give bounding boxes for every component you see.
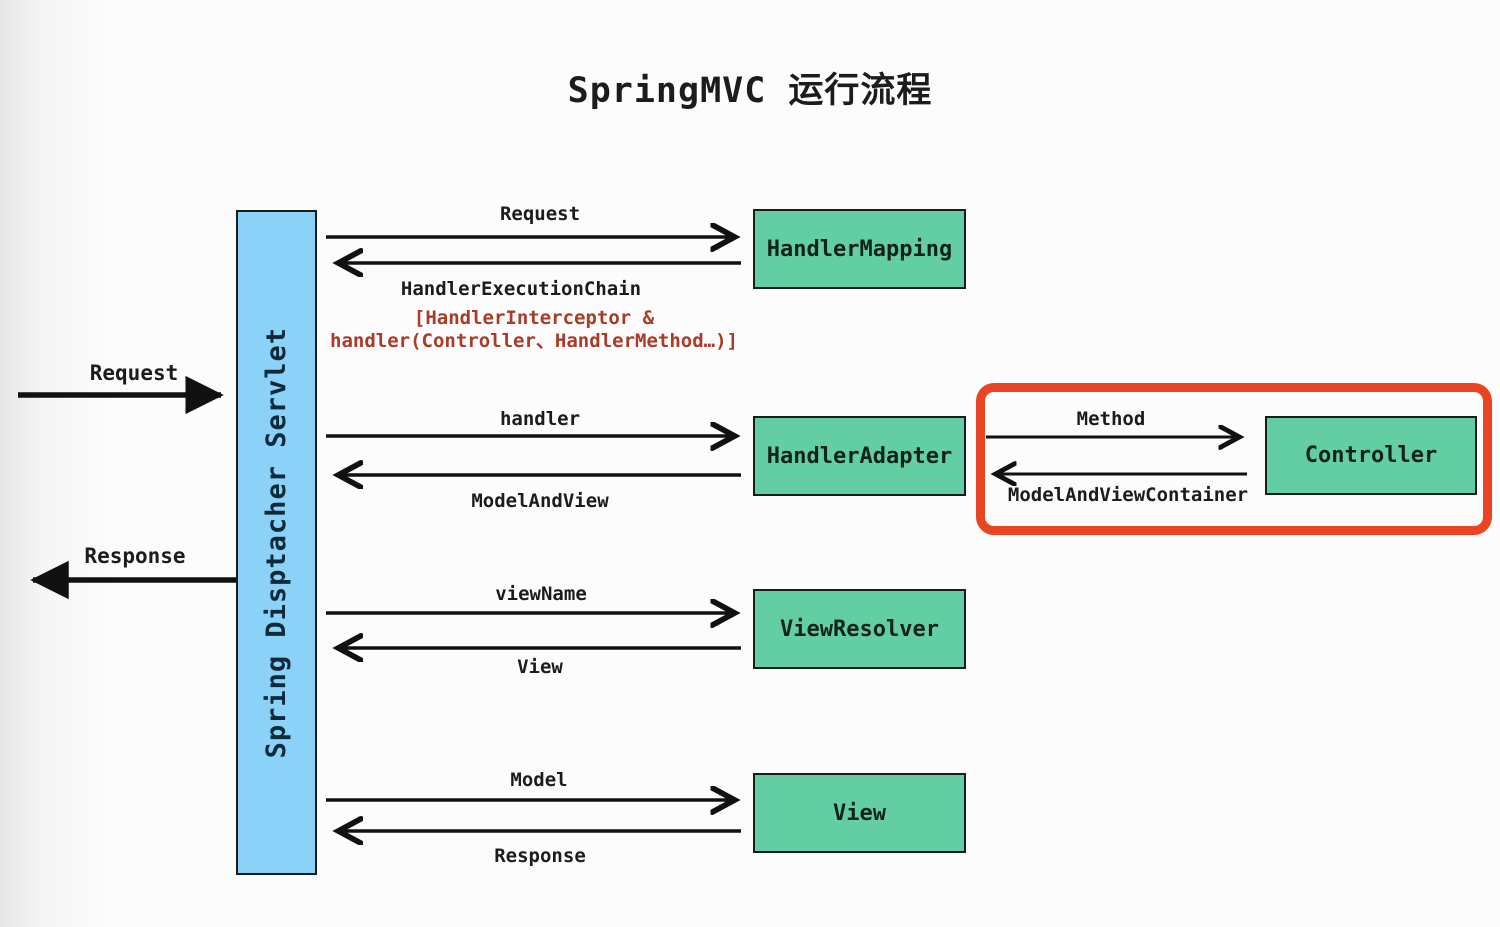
controller-label: Controller: [1304, 443, 1438, 468]
handler-mapping-label: HandlerMapping: [766, 236, 953, 262]
controller-box: Controller: [1265, 416, 1477, 495]
handler-adapter-label: HandlerAdapter: [766, 443, 953, 469]
diagram-title: SpringMVC 运行流程: [567, 71, 933, 111]
viewname-label: viewName: [495, 583, 587, 605]
incoming-request-label: Request: [89, 361, 179, 385]
method-label: Method: [1076, 408, 1146, 430]
response-return-label: Response: [494, 845, 586, 867]
highlight-frame: [976, 383, 1492, 535]
request-to-mapping-label: Request: [499, 203, 581, 225]
view-label: View: [833, 800, 886, 826]
view-return-label: View: [517, 656, 563, 678]
handler-label: handler: [499, 408, 581, 430]
view-box: View: [753, 773, 966, 853]
view-resolver-label: ViewResolver: [780, 616, 939, 642]
dispatcher-servlet-box: Spring Disptacher Servlet: [236, 210, 317, 875]
executionchain-label: HandlerExecutionChain: [400, 278, 642, 300]
view-resolver-box: ViewResolver: [753, 589, 966, 669]
model-label: Model: [510, 769, 568, 791]
handler-adapter-box: HandlerAdapter: [753, 416, 966, 496]
modelandview-label: ModelAndView: [471, 490, 609, 512]
outgoing-response-label: Response: [84, 544, 186, 568]
dispatcher-servlet-label: Spring Disptacher Servlet: [261, 326, 292, 759]
handler-mapping-box: HandlerMapping: [753, 209, 966, 289]
executionchain-note-line1: [HandlerInterceptor &: [413, 307, 655, 329]
executionchain-note-line2: handler(Controller、HandlerMethod…)]: [330, 330, 738, 352]
mavcontainer-label: ModelAndViewContainer: [1007, 484, 1249, 506]
